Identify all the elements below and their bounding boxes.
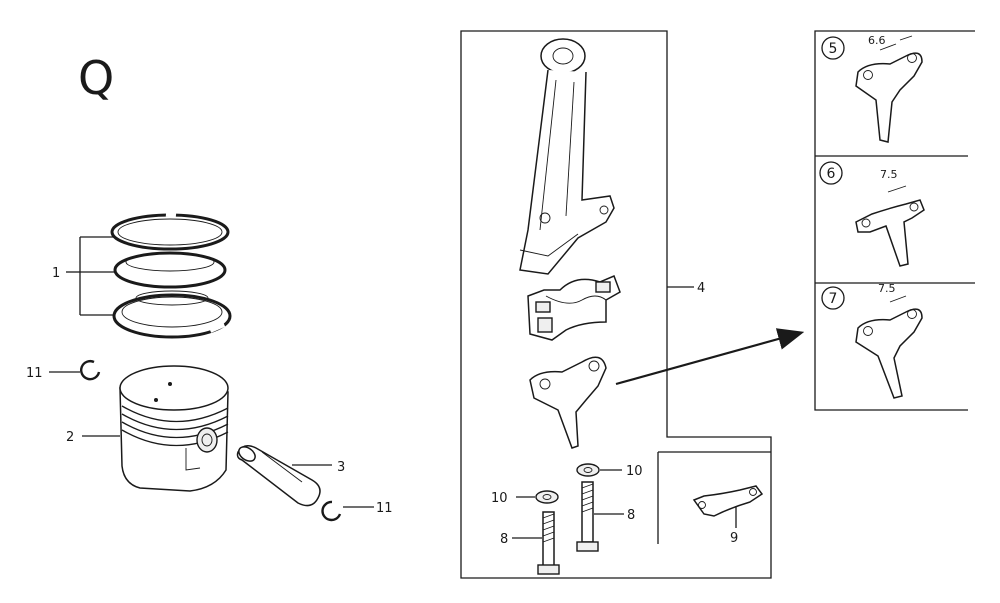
variant-7-dimension: 7.5	[878, 282, 896, 295]
variants-frame	[814, 30, 975, 411]
variant-7-number: 7	[829, 291, 838, 307]
connecting-rod	[519, 38, 615, 275]
callout-11-right: 11	[376, 501, 393, 516]
callout-3: 3	[337, 460, 345, 475]
circlip-right	[321, 500, 342, 522]
variant-5: 5 6.6	[821, 34, 923, 143]
piston	[119, 365, 229, 492]
callout-1: 1	[52, 266, 60, 281]
variant-5-dimension: 6.6	[868, 34, 886, 47]
variant-arrow	[615, 328, 805, 386]
callout-2: 2	[66, 430, 74, 445]
callout-4: 4	[697, 281, 705, 296]
rod-cap	[527, 275, 621, 341]
callout-9: 9	[730, 531, 738, 546]
callout-10-left: 10	[491, 491, 508, 506]
variant-5-number: 5	[829, 41, 838, 57]
callout-10-right: 10	[626, 464, 643, 479]
circlip-left	[80, 360, 101, 381]
variant-6: 6 7.5	[819, 161, 925, 267]
variant-6-dimension: 7.5	[880, 168, 898, 181]
callout-bracket-1	[66, 236, 116, 316]
assembly-frame	[460, 30, 772, 579]
section-letter: Q	[78, 51, 114, 105]
piston-pin	[236, 445, 321, 507]
variant-7: 7 7.5	[821, 282, 923, 399]
callout-11-left: 11	[26, 366, 43, 381]
callout-8-left: 8	[500, 532, 508, 547]
piston-ring-set	[110, 211, 232, 339]
lock-washer-left	[535, 490, 559, 504]
rod-bolt-right	[576, 481, 599, 552]
lock-washer-right	[576, 463, 600, 477]
variant-6-number: 6	[827, 166, 836, 182]
callout-8-right: 8	[627, 508, 635, 523]
lock-plate	[692, 485, 764, 517]
oil-dipper	[529, 356, 607, 449]
rod-bolt-left	[537, 511, 560, 575]
